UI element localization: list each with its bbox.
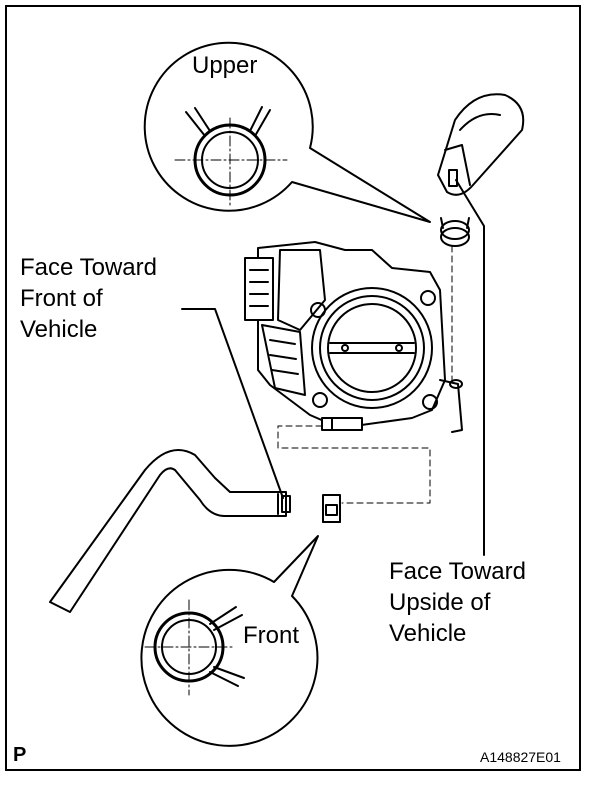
upper-hose xyxy=(437,93,525,196)
lower-hose xyxy=(49,449,291,613)
figure-code: A148827E01 xyxy=(480,749,561,765)
corner-mark: P xyxy=(13,744,27,766)
leader-lines xyxy=(181,179,485,556)
guide-lines xyxy=(277,425,431,504)
lower-clamp-small xyxy=(322,494,341,523)
label-upper: Upper xyxy=(192,52,258,79)
label-face-toward-front: Face Toward Front of Vehicle xyxy=(20,254,157,343)
lower-callout xyxy=(140,535,319,747)
label-face-toward-upside: Face Toward Upside of Vehicle xyxy=(389,558,526,647)
lower-clamp-ring xyxy=(144,599,245,696)
upper-clamp-small xyxy=(440,217,470,381)
upper-clamp-ring xyxy=(174,106,288,208)
upper-callout xyxy=(143,41,431,223)
throttle-body xyxy=(244,241,463,433)
label-front: Front xyxy=(243,622,300,649)
